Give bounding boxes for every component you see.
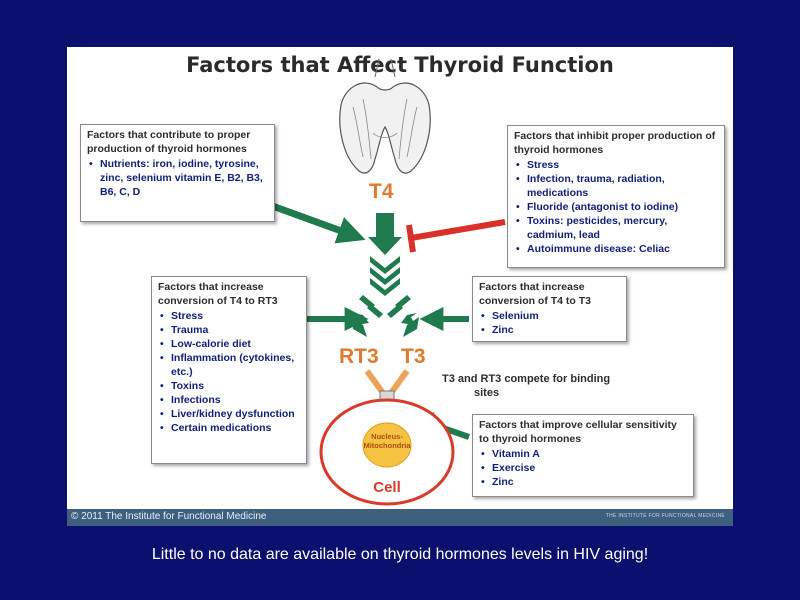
- t4-down-arrow-head: [368, 237, 402, 255]
- slide-footer-bar: © 2011 The Institute for Functional Medi…: [67, 509, 733, 526]
- conversion-chevrons: [351, 213, 419, 337]
- copyright-text: © 2011 The Institute for Functional Medi…: [71, 511, 267, 522]
- increase-rt3-item: Trauma: [158, 323, 300, 337]
- split-chevron-right-2: [387, 304, 403, 318]
- compete-note-line1: T3 and RT3 compete for binding: [442, 373, 611, 385]
- increase-rt3-item: Inflammation (cytokines, etc.): [158, 351, 300, 379]
- slide: Factors that Affect Thyroid Function: [67, 47, 733, 509]
- increase-t3-header: Factors that increase conversion of T4 t…: [479, 281, 592, 307]
- chevron-1: [370, 256, 400, 274]
- chevron-2: [370, 267, 400, 285]
- t3-arrow-tip: [403, 317, 419, 337]
- sensitivity-header: Factors that improve cellular sensitivit…: [479, 419, 677, 445]
- nucleus: [362, 422, 412, 468]
- increase-rt3-item: Toxins: [158, 379, 300, 393]
- inhibit-factor-item: Autoimmune disease: Celiac: [514, 242, 718, 256]
- inhibit-factors-box: Factors that inhibit proper production o…: [507, 125, 725, 268]
- inhibit-factor-item: Infection, trauma, radiation, medication…: [514, 172, 718, 200]
- nucleus-label: Nucleus-Mitochondria: [363, 432, 411, 450]
- t4-label: T4: [369, 180, 394, 203]
- t3-label: T3: [401, 345, 426, 368]
- increase-t3-factors-box: Factors that increase conversion of T4 t…: [472, 276, 627, 342]
- inhibit-factor-item: Toxins: pesticides, mercury, cadmium, le…: [514, 214, 718, 242]
- diagram-graphics: [265, 58, 506, 506]
- receptor-binding: [364, 369, 410, 395]
- increase-rt3-item: Liver/kidney dysfunction: [158, 407, 300, 421]
- compete-note: T3 and RT3 compete for binding sites: [442, 372, 610, 400]
- sensitivity-item: Zinc: [479, 475, 687, 489]
- t4-down-arrow-shaft: [376, 213, 394, 237]
- sensitivity-factors-box: Factors that improve cellular sensitivit…: [472, 414, 694, 497]
- inhibit-factors-header: Factors that inhibit proper production o…: [514, 130, 716, 156]
- increase-rt3-item: Low-calorie diet: [158, 337, 300, 351]
- inhibit-indicator: [406, 219, 506, 253]
- increase-t3-item: Zinc: [479, 323, 620, 337]
- inhibit-factor-item: Stress: [514, 158, 718, 172]
- increase-rt3-factors-box: Factors that increase conversion of T4 t…: [151, 276, 307, 464]
- inhibit-factor-item: Fluoride (antagonist to iodine): [514, 200, 718, 214]
- compete-note-line2: sites: [474, 387, 500, 399]
- institute-footer-logo-text: THE INSTITUTE FOR FUNCTIONAL MEDICINE: [605, 513, 725, 519]
- cell-label: Cell: [373, 479, 401, 496]
- increase-rt3-item: Certain medications: [158, 421, 300, 435]
- contribute-factors-box: Factors that contribute to proper produc…: [80, 124, 275, 222]
- contribute-factor-item: Nutrients: iron, iodine, tyrosine, zinc,…: [87, 157, 268, 199]
- increase-rt3-item: Infections: [158, 393, 300, 407]
- contribute-arrow: [265, 200, 366, 244]
- thyroid-gland-illustration: [339, 58, 431, 174]
- sensitivity-item: Vitamin A: [479, 447, 687, 461]
- rt3-label: RT3: [339, 345, 379, 368]
- increase-rt3-item: Stress: [158, 309, 300, 323]
- slide-caption: Little to no data are available on thyro…: [151, 546, 649, 563]
- increase-t3-item: Selenium: [479, 309, 620, 323]
- increase-rt3-header: Factors that increase conversion of T4 t…: [158, 281, 278, 307]
- sensitivity-item: Exercise: [479, 461, 687, 475]
- chevron-3: [370, 278, 400, 296]
- slide-title: Factors that Affect Thyroid Function: [186, 53, 614, 77]
- split-chevron-left-2: [367, 304, 383, 318]
- contribute-factors-header: Factors that contribute to proper produc…: [87, 129, 251, 155]
